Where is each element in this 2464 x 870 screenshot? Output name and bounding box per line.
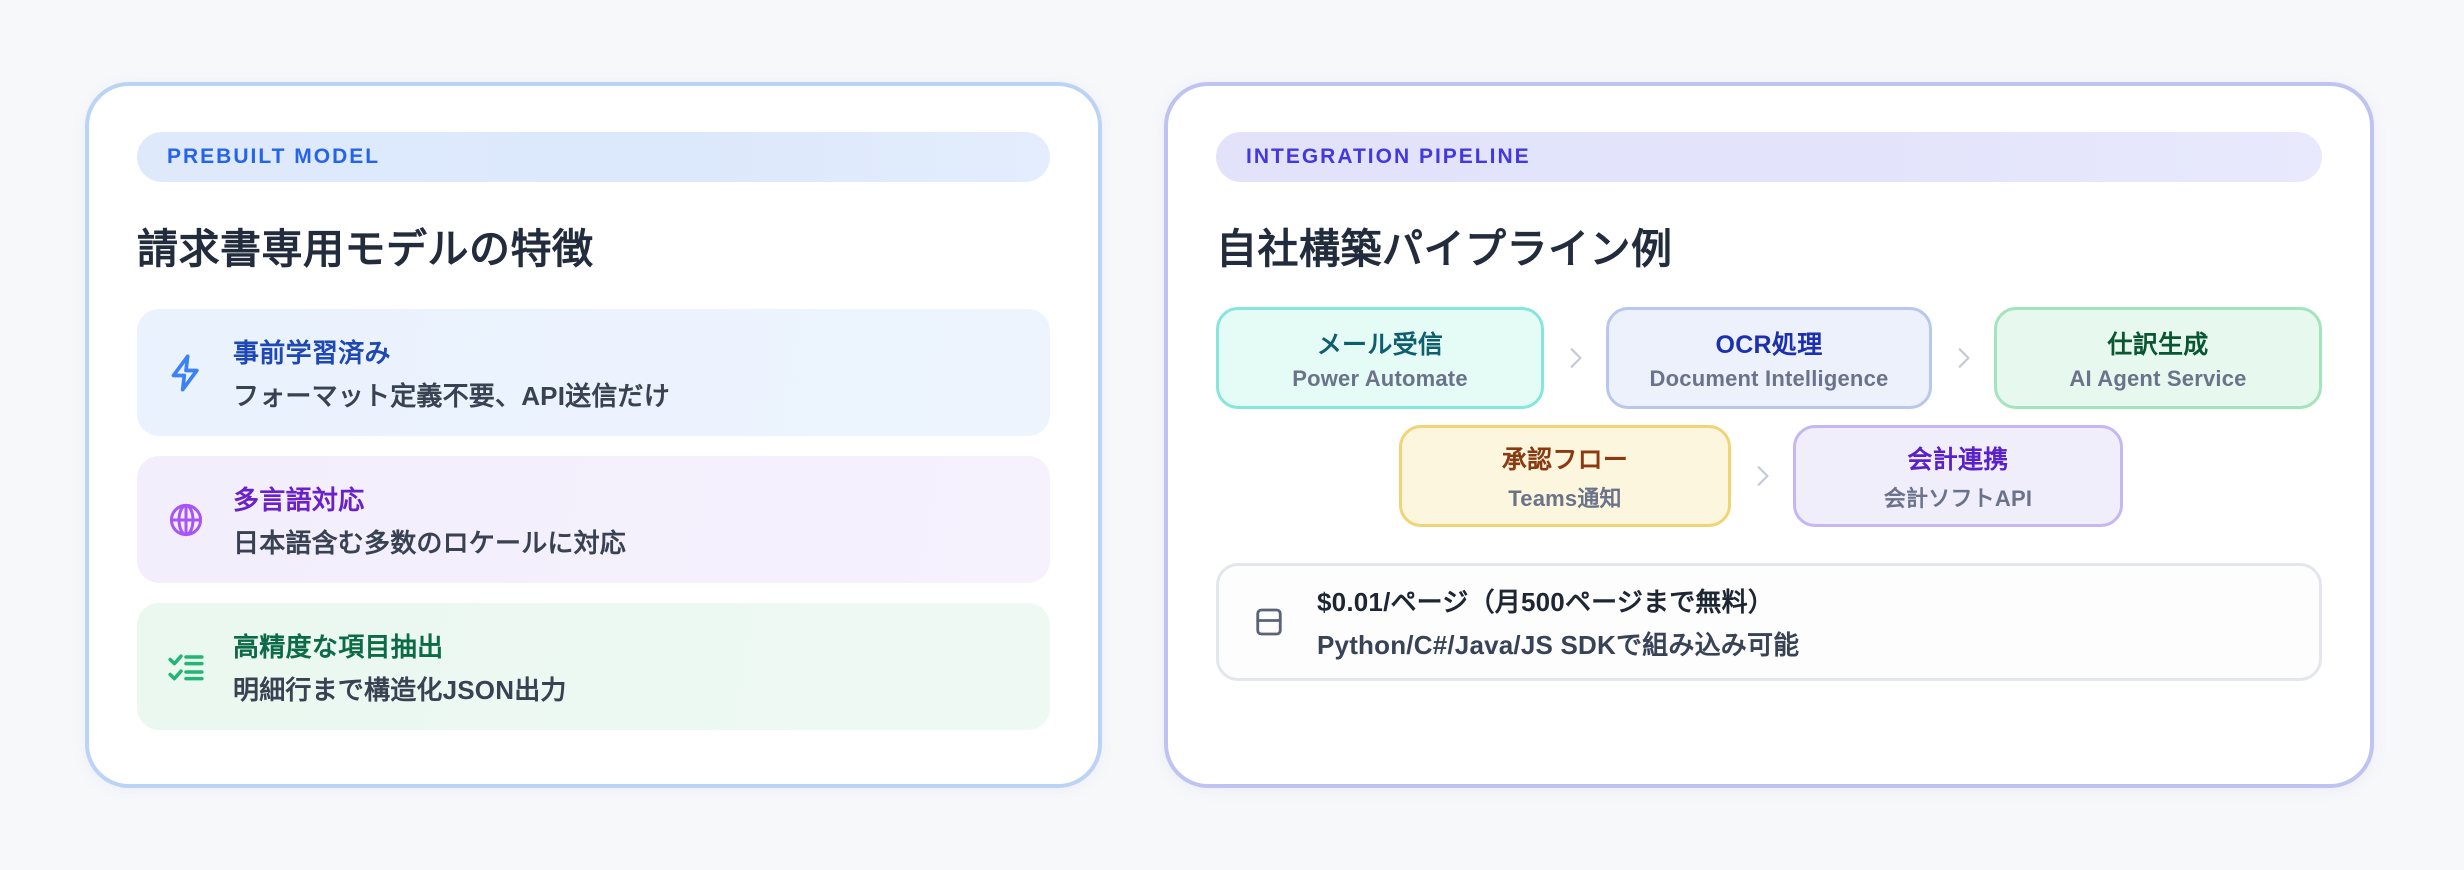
globe-icon [163,497,209,543]
prebuilt-model-title: 請求書専用モデルの特徴 [137,226,594,272]
pipeline-step-label: メール受信 [1316,330,1444,359]
pipeline-step-label: 承認フロー [1501,445,1629,474]
lightning-bolt-icon [163,350,209,396]
feature-subtext: 明細行まで構造化JSON出力 [233,674,567,705]
pipeline-step-journal-entry[interactable]: 仕訳生成 AI Agent Service [1994,307,2322,409]
pipeline-row-1: メール受信 Power Automate OCR処理 Document Inte… [1216,307,2322,409]
checklist-icon [163,644,209,690]
integration-pipeline-title: 自社構築パイプライン例 [1216,226,1673,272]
chevron-right-icon [1932,343,1994,373]
pipeline-step-subtext: Teams通知 [1508,485,1622,511]
prebuilt-model-card: PREBUILT MODEL 請求書専用モデルの特徴 事前学習済み フォーマット… [85,82,1102,788]
feature-list: 事前学習済み フォーマット定義不要、API送信だけ 多言語対応 日本語含む多 [137,309,1050,730]
pipeline-step-approval-flow[interactable]: 承認フロー Teams通知 [1399,425,1731,527]
pipeline-step-mail-receive[interactable]: メール受信 Power Automate [1216,307,1544,409]
pipeline-row-2: 承認フロー Teams通知 会計連携 会計ソフトAPI [1216,425,2322,527]
pipeline-step-subtext: Power Automate [1292,365,1468,391]
credit-card-icon [1247,600,1291,644]
feature-heading: 事前学習済み [233,337,391,368]
prebuilt-model-badge: PREBUILT MODEL [137,132,1050,182]
feature-subtext: フォーマット定義不要、API送信だけ [233,380,670,411]
chevron-right-icon [1731,461,1793,491]
feature-row-extraction[interactable]: 高精度な項目抽出 明細行まで構造化JSON出力 [137,603,1050,730]
pricing-heading: $0.01/ページ（月500ページまで無料） [1317,587,1775,617]
integration-pipeline-badge-label: INTEGRATION PIPELINE [1246,145,1531,168]
pricing-note: $0.01/ページ（月500ページまで無料） Python/C#/Java/JS… [1216,563,2322,681]
pipeline-step-accounting-link[interactable]: 会計連携 会計ソフトAPI [1793,425,2123,527]
integration-pipeline-badge: INTEGRATION PIPELINE [1216,132,2322,182]
pipeline-step-label: 会計連携 [1907,445,2009,474]
pipeline-step-ocr[interactable]: OCR処理 Document Intelligence [1605,307,1932,409]
pipeline-diagram: メール受信 Power Automate OCR処理 Document Inte… [1216,307,2322,527]
integration-pipeline-card: INTEGRATION PIPELINE 自社構築パイプライン例 メール受信 P… [1164,82,2374,788]
pipeline-step-subtext: Document Intelligence [1649,365,1889,391]
prebuilt-model-badge-label: PREBUILT MODEL [167,145,381,168]
pipeline-step-label: 仕訳生成 [2107,330,2209,359]
feature-heading: 高精度な項目抽出 [233,631,444,662]
pricing-subtext: Python/C#/Java/JS SDKで組み込み可能 [1317,630,1800,660]
pipeline-step-label: OCR処理 [1715,330,1823,359]
feature-subtext: 日本語含む多数のロケールに対応 [233,527,627,558]
feature-row-multilingual[interactable]: 多言語対応 日本語含む多数のロケールに対応 [137,456,1050,583]
feature-heading: 多言語対応 [233,484,365,515]
chevron-right-icon [1544,343,1606,373]
feature-row-pretrained[interactable]: 事前学習済み フォーマット定義不要、API送信だけ [137,309,1050,436]
pipeline-step-subtext: 会計ソフトAPI [1883,485,2033,511]
pipeline-step-subtext: AI Agent Service [2069,365,2247,391]
